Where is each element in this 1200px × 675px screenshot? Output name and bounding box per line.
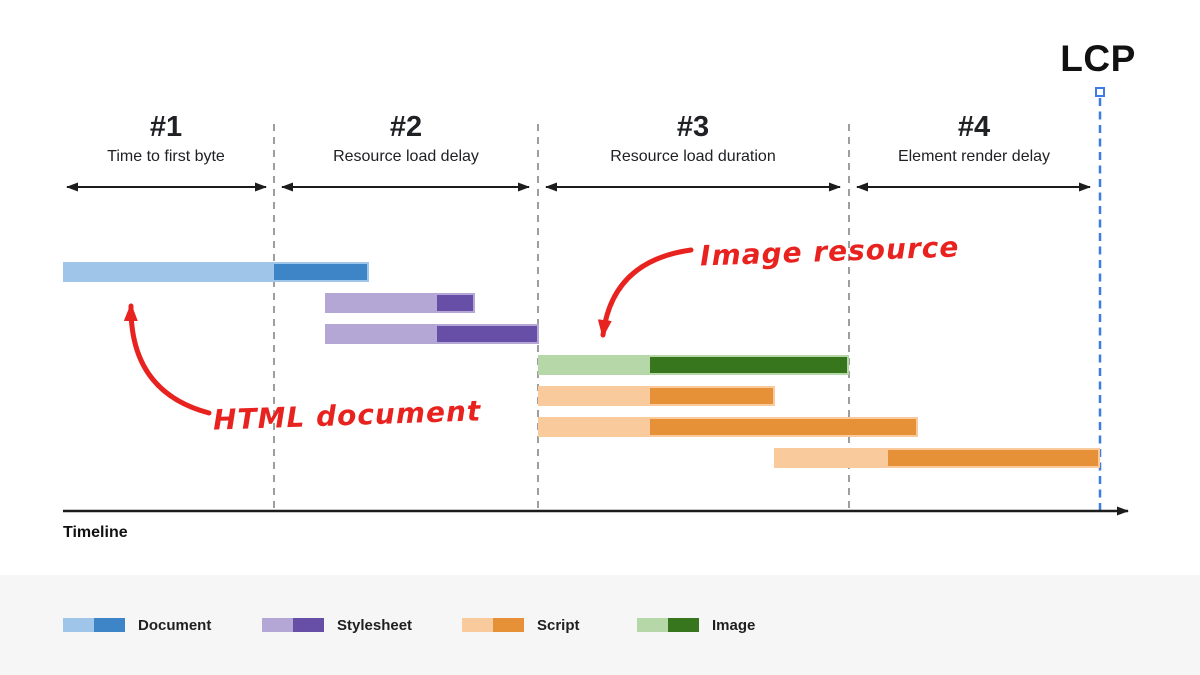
stylesheet-bar-load-segment (437, 295, 473, 311)
stylesheet-bar-load-segment (437, 326, 537, 342)
image-bar (538, 355, 849, 375)
lcp-label: LCP (1060, 38, 1136, 79)
script-bar (774, 448, 1100, 468)
annotation-image-resource: Image resource (699, 230, 960, 273)
lcp-marker-handle (1095, 87, 1105, 97)
legend-item-document: Document (63, 616, 211, 634)
document-bar (63, 262, 369, 282)
phase-2-header: #2 Resource load delay (276, 110, 536, 166)
legend-item-image: Image (637, 616, 755, 634)
legend-label-script: Script (537, 616, 580, 634)
script-bar-load-segment (650, 419, 916, 435)
image-swatch (637, 618, 699, 632)
phase-3-number: #3 (676, 111, 710, 143)
phase-4-header: #4 Element render delay (851, 110, 1097, 166)
phase-4-number: #4 (957, 111, 991, 143)
document-swatch (63, 618, 125, 632)
legend-item-script: Script (462, 616, 580, 634)
legend: Document Stylesheet Script Image (0, 575, 1200, 675)
legend-label-document: Document (138, 616, 212, 634)
phase-1-label: Time to first byte (107, 148, 225, 165)
script-bar-load-segment (888, 450, 1098, 466)
annotation-arrow-image-resource (597, 247, 694, 338)
annotation-arrow-html-document (123, 303, 212, 416)
phase-1-number: #1 (149, 111, 183, 143)
script-bar (538, 417, 918, 437)
image-bar-load-segment (650, 357, 847, 373)
stylesheet-swatch (262, 618, 324, 632)
phase-3-label: Resource load duration (610, 148, 776, 165)
script-bar-load-segment (650, 388, 773, 404)
phase-2-label: Resource load delay (333, 148, 479, 165)
phase-4-label: Element render delay (897, 148, 1051, 165)
stylesheet-bar (325, 293, 475, 313)
annotation-html-document: HTML document (212, 394, 482, 437)
legend-label-image: Image (712, 616, 756, 634)
stylesheet-bar (325, 324, 539, 344)
script-swatch (462, 618, 524, 632)
phase-3-header: #3 Resource load duration (540, 110, 846, 166)
timeline-axis-label: Timeline (63, 524, 128, 541)
legend-label-stylesheet: Stylesheet (337, 616, 413, 634)
script-bar (538, 386, 775, 406)
legend-item-stylesheet: Stylesheet (262, 616, 412, 634)
phase-2-number: #2 (389, 111, 423, 143)
document-bar-load-segment (274, 264, 367, 280)
phase-1-header: #1 Time to first byte (64, 110, 268, 166)
